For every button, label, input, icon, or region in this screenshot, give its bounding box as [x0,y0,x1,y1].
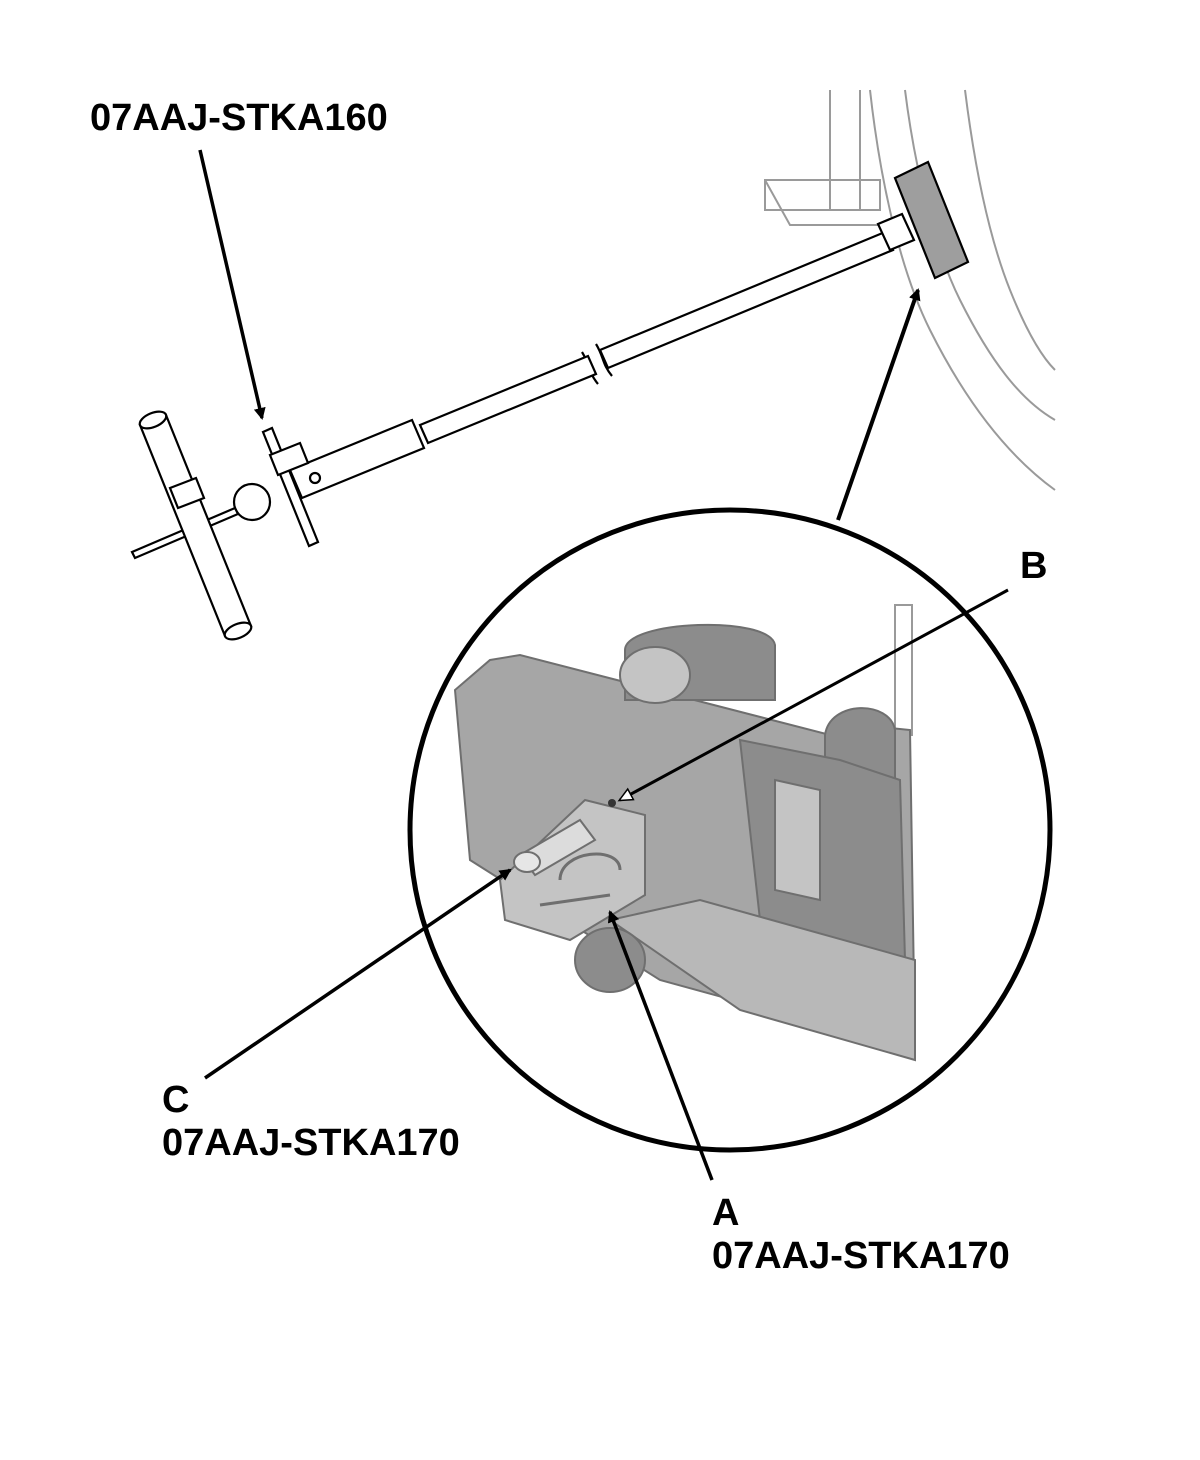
label-a-letter: A [712,1192,739,1234]
leader-tool-top [198,149,266,420]
leader-c [204,868,512,1080]
leader-b [617,588,1009,802]
label-c-part: 07AAJ-STKA170 [162,1122,460,1164]
label-b: B [1020,545,1047,587]
leader-a [607,910,714,1181]
detail-callout-line [836,288,921,521]
label-c-letter: C [162,1079,189,1121]
label-a-part: 07AAJ-STKA170 [712,1235,1010,1277]
detail-parts [453,604,917,1062]
tool-stka160 [130,160,970,641]
label-tool-stka160: 07AAJ-STKA160 [90,97,388,139]
vehicle-body-outline [764,89,1056,491]
